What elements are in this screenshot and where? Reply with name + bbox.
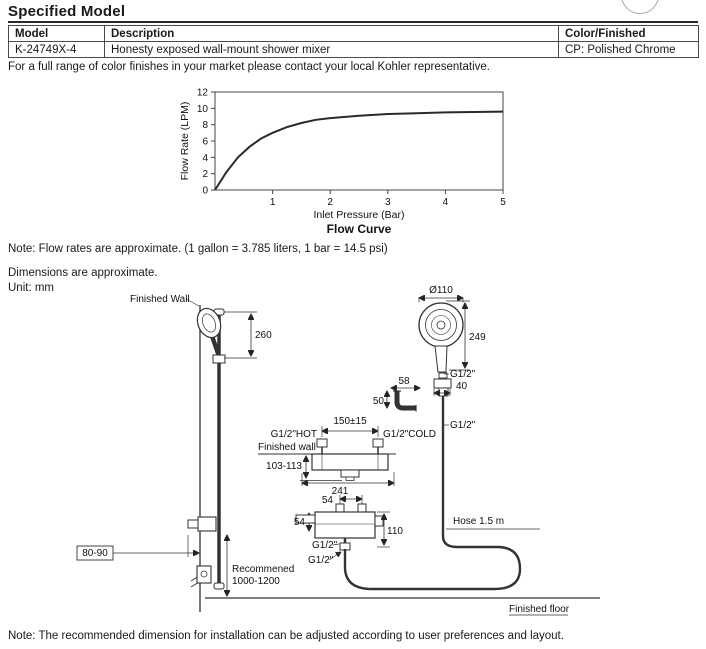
mixer-top-view — [258, 426, 396, 486]
svg-text:12: 12 — [197, 88, 209, 99]
label-g12-out-b: G1/2" — [308, 555, 334, 566]
color-cell: CP: Polished Chrome — [558, 41, 699, 58]
page-stamp-circle — [621, 0, 659, 14]
elbow-fitting-detail — [387, 388, 420, 412]
label-dim-103-113: 103-113 — [266, 461, 302, 472]
label-dim-80-90: 80-90 — [82, 548, 108, 559]
model-cell: K-24749X-4 — [8, 41, 105, 58]
contact-note: For a full range of color finishes in yo… — [8, 61, 490, 73]
svg-text:Flow Curve: Flow Curve — [327, 222, 392, 236]
specified-model-table: Model Description Color/Finished K-24749… — [8, 25, 699, 58]
svg-text:1: 1 — [270, 197, 276, 208]
label-finished-floor: Finished floor — [509, 604, 570, 615]
label-dim-40: 40 — [456, 381, 468, 392]
description-header-cell: Description — [104, 25, 559, 42]
label-dim-110: 110 — [387, 526, 403, 537]
label-dim-50: 50 — [373, 396, 385, 407]
label-dim-150: 150±15 — [333, 416, 367, 427]
label-dim-241: 241 — [332, 486, 349, 497]
label-finished-wall-top: Finished Wall — [130, 294, 190, 305]
flow-rate-note: Note: Flow rates are approximate. (1 gal… — [8, 243, 388, 255]
shower-hose — [343, 396, 540, 591]
installation-dimension-diagram: Finished Wall 260 Ø110 249 G1/2" 40 58 5… — [76, 285, 600, 616]
svg-text:4: 4 — [202, 153, 208, 164]
label-dim-54-top: 54 — [322, 495, 334, 506]
svg-text:3: 3 — [385, 197, 391, 208]
label-g12-hot: G1/2"HOT — [271, 429, 317, 440]
svg-text:8: 8 — [202, 120, 208, 131]
label-dim-54-left: 54 — [294, 517, 306, 528]
dimensions-note: Dimensions are approximate. — [8, 267, 158, 279]
showerhead-detail — [418, 298, 470, 426]
label-g12-cold: G1/2"COLD — [383, 429, 436, 440]
wall-fittings — [76, 516, 227, 596]
svg-text:2: 2 — [327, 197, 333, 208]
label-dim-58: 58 — [398, 376, 410, 387]
svg-text:6: 6 — [202, 137, 208, 148]
svg-text:5: 5 — [500, 197, 506, 208]
label-dim-260: 260 — [255, 330, 272, 341]
description-cell: Honesty exposed wall-mount shower mixer — [104, 41, 559, 58]
title-divider — [8, 21, 698, 23]
label-dim-249: 249 — [469, 332, 486, 343]
model-header-cell: Model — [8, 25, 105, 42]
page-title: Specified Model — [8, 3, 126, 20]
label-recommended-2: 1000-1200 — [232, 576, 280, 587]
label-recommended-1: Recommened — [232, 564, 294, 575]
floor-line — [205, 597, 600, 616]
wall-and-rail — [185, 298, 225, 612]
mixer-front-view — [295, 495, 390, 561]
svg-text:4: 4 — [443, 197, 449, 208]
svg-text:2: 2 — [202, 169, 208, 180]
svg-text:Inlet Pressure (Bar): Inlet Pressure (Bar) — [313, 209, 404, 221]
table-row: K-24749X-4 Honesty exposed wall-mount sh… — [8, 41, 699, 58]
table-header-row: Model Description Color/Finished — [8, 25, 699, 42]
unit-note: Unit: mm — [8, 282, 54, 294]
svg-text:10: 10 — [197, 104, 209, 115]
label-g12-hose-top: G1/2" — [450, 420, 476, 431]
label-finished-wall-mid: Finished wall — [258, 442, 316, 453]
handshower-on-rail — [196, 307, 226, 364]
label-hose: Hose 1.5 m — [453, 516, 504, 527]
bottom-note: Note: The recommended dimension for inst… — [8, 630, 564, 642]
label-dia-110: Ø110 — [429, 285, 453, 296]
label-g12-out-a: G1/2" — [312, 540, 338, 551]
svg-text:0: 0 — [202, 186, 208, 197]
color-header-cell: Color/Finished — [558, 25, 699, 42]
dimension-260 — [224, 311, 257, 359]
svg-text:Flow Rate (LPM): Flow Rate (LPM) — [179, 102, 191, 181]
label-g12-head: G1/2" — [450, 369, 476, 380]
